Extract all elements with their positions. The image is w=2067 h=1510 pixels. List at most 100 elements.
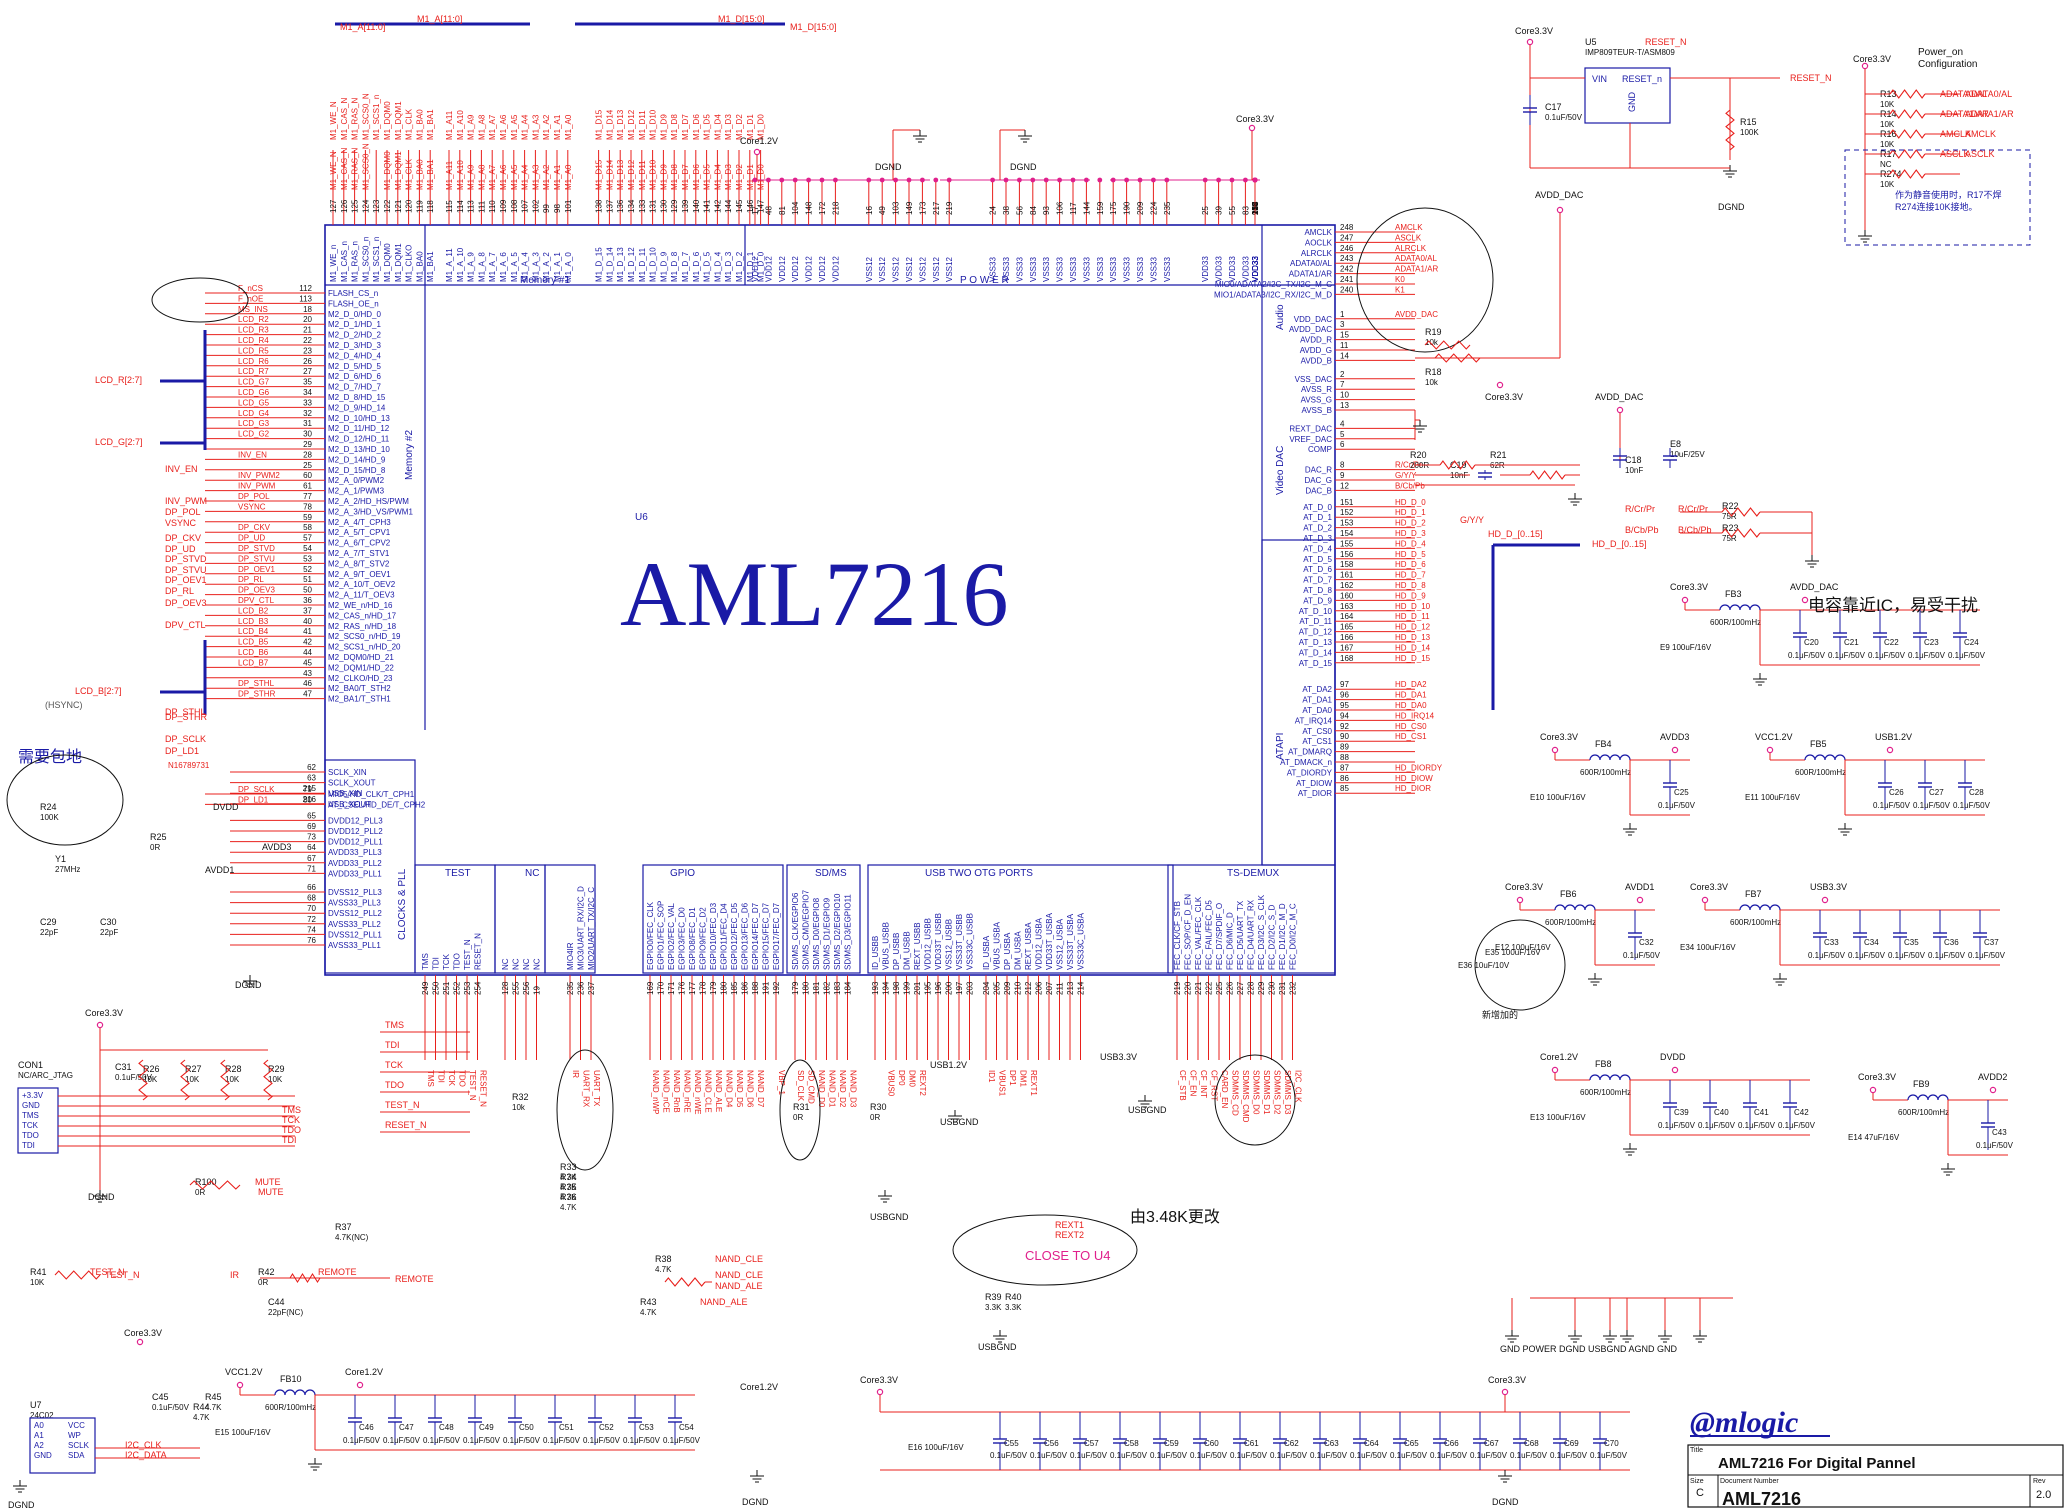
pin-number: 192 xyxy=(772,981,781,995)
pin-number: 77 xyxy=(303,492,312,501)
pin-number: 20 xyxy=(303,315,312,324)
pin-name: M2_D_1/HD_1 xyxy=(328,320,381,329)
pin-number: 144 xyxy=(724,199,733,213)
resistor-symbol xyxy=(54,1270,101,1280)
component-ref: R25 xyxy=(150,832,167,842)
pin-name: TCK xyxy=(442,953,451,970)
resistor-symbol xyxy=(1424,340,1471,350)
pin-name: M2_D_8/HD_15 xyxy=(328,393,386,402)
component-value: 10nF xyxy=(1625,466,1643,475)
component-ref: R30 xyxy=(870,1102,887,1112)
pin-number: 14 xyxy=(1340,351,1349,360)
side-net: DP_RL xyxy=(165,586,194,596)
net-label: M1_D8 xyxy=(670,164,679,190)
annotation-close: CLOSE TO U4 xyxy=(1025,1248,1111,1263)
ground-label: DGND xyxy=(235,980,262,990)
pin-name: AMCLK xyxy=(1304,228,1332,237)
net-label: NAND_D1 xyxy=(828,1070,837,1108)
pin-number: 155 xyxy=(1340,539,1354,548)
net-label: HD_DA1 xyxy=(1395,691,1427,700)
pin-number: 109 xyxy=(499,199,508,213)
net-label: HD_D_6 xyxy=(1395,560,1426,569)
power-pin xyxy=(1989,1086,1997,1094)
ferrite-bead xyxy=(1907,1094,1949,1101)
pin-number: 248 xyxy=(1340,223,1354,232)
test-net: TMS xyxy=(385,1020,404,1030)
pin-name: SD/MS_D1/EGPIO9 xyxy=(823,897,832,970)
section-label: GPIO xyxy=(670,868,695,879)
side-net: DP_OEV3 xyxy=(165,598,207,608)
cap-ref: C52 xyxy=(599,1423,614,1432)
power-pin xyxy=(1886,746,1894,754)
bulk-cap: E11 100uF/16V xyxy=(1745,793,1801,802)
pin-number: 40 xyxy=(303,617,312,626)
cap-value: 0.1uF/50V xyxy=(623,1436,661,1445)
pin-name: VDD33 xyxy=(1241,256,1250,282)
pin-name: VSS33T_USBA xyxy=(1066,913,1075,970)
component-net: MUTE xyxy=(255,1177,281,1187)
component-ref: R36 xyxy=(560,1192,577,1202)
component-ref: U7 xyxy=(30,1400,42,1410)
side-net: DP_POL xyxy=(165,507,201,517)
callout-ellipse xyxy=(1474,919,1566,1011)
net-label: MUTE xyxy=(258,1187,284,1197)
power-pin xyxy=(1248,124,1256,132)
pin-name: VDD33 xyxy=(1251,256,1260,282)
cap-value: 0.1uF/50V xyxy=(383,1436,421,1445)
pin-name: FEC_SOP/CF_D_EN xyxy=(1184,894,1193,970)
pin-name: EGPIO12/FEC_D5 xyxy=(730,902,739,970)
top-net-label: M1_CLK xyxy=(405,108,414,140)
cap-value: 0.1uF/50V xyxy=(463,1436,501,1445)
pin-number: 250 xyxy=(432,981,441,995)
component-ref: R33 xyxy=(560,1162,577,1172)
pin-number: 126 xyxy=(340,199,349,213)
net-label: I2C_CLK xyxy=(125,1440,162,1450)
net-label: CF_RST xyxy=(1210,1070,1219,1101)
pin-number: 190 xyxy=(1123,201,1132,215)
net-label: DP_LD1 xyxy=(238,795,269,804)
power-label: AVDD_DAC xyxy=(1535,190,1584,200)
pin-name: EGPIO2/FEC_VAL xyxy=(667,902,676,970)
pin-number: 22 xyxy=(303,336,312,345)
cap-ref: C27 xyxy=(1929,788,1944,797)
pin-number: 165 xyxy=(1340,623,1354,632)
pin-number: 41 xyxy=(303,627,312,636)
cap-value: 0.1uF/50V xyxy=(1510,1451,1548,1460)
component-ref: R39 xyxy=(985,1292,1002,1302)
ground-label: DGND xyxy=(1718,202,1745,212)
pin-number: 168 xyxy=(1340,654,1354,663)
pin-name: VDD33 xyxy=(1251,256,1260,282)
cap-ref: C28 xyxy=(1969,788,1984,797)
pin-number: 99 xyxy=(542,204,551,213)
pin-name: VDD33 xyxy=(1201,256,1210,282)
pin-name: VDD33T_USBA xyxy=(1045,912,1054,970)
pin-number: 53 xyxy=(303,554,312,563)
power-pin xyxy=(1869,1086,1877,1094)
pin-number: 3 xyxy=(1340,320,1345,329)
component-value: 100K xyxy=(1740,128,1759,137)
net-label: M1_D3 xyxy=(724,164,733,190)
net-label: LCD_G5 xyxy=(238,398,270,407)
pin-name: M1_A_7 xyxy=(488,252,497,282)
component-value: NC/ARC_JTAG xyxy=(18,1071,73,1080)
pin-number: 218 xyxy=(831,201,840,215)
pin-number: 61 xyxy=(303,482,312,491)
side-net: DP_STVU xyxy=(165,565,207,575)
pin-name: VDD33 xyxy=(1251,256,1260,282)
pin-name: VSS12 xyxy=(918,257,927,282)
pin-name: M2_A_1/PWM3 xyxy=(328,487,385,496)
cap-ref: C66 xyxy=(1444,1439,1459,1448)
component-ref: R26 xyxy=(143,1064,160,1074)
net-label: DP_STHR xyxy=(238,690,276,699)
pin-name: M2_A_7/T_STV1 xyxy=(328,549,390,558)
test-net: TDI xyxy=(385,1040,400,1050)
cap-ref: C47 xyxy=(399,1423,414,1432)
pin-name: M1_D_10 xyxy=(649,247,658,282)
pin-name: AVSS_G xyxy=(1301,396,1332,405)
net-label: M1_A8 xyxy=(477,164,486,190)
component-net: REMOTE xyxy=(318,1267,357,1277)
net-label: SDMMS_D3 xyxy=(1283,1070,1292,1115)
component-net: ADATA1/AR xyxy=(1940,109,1989,119)
pin-number: 33 xyxy=(303,398,312,407)
component-net: NAND_ALE xyxy=(700,1297,748,1307)
